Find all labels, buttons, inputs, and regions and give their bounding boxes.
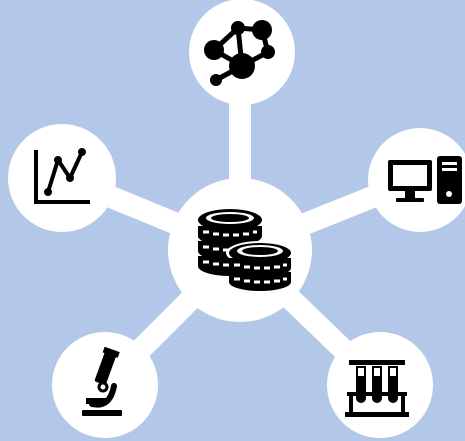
satellite-computer [368,128,465,232]
line-chart-node-circle [8,124,116,232]
coins-icon [198,209,294,291]
microscope-icon [82,346,122,416]
computer-icon [388,156,462,204]
test-tubes-icon [345,360,409,417]
molecule-icon [204,20,275,86]
satellite-molecule [189,0,295,105]
satellite-line-chart [8,124,116,232]
center-node [168,178,312,322]
line-chart-icon [34,148,90,204]
satellite-test-tubes [327,332,433,438]
satellite-microscope [52,332,158,438]
